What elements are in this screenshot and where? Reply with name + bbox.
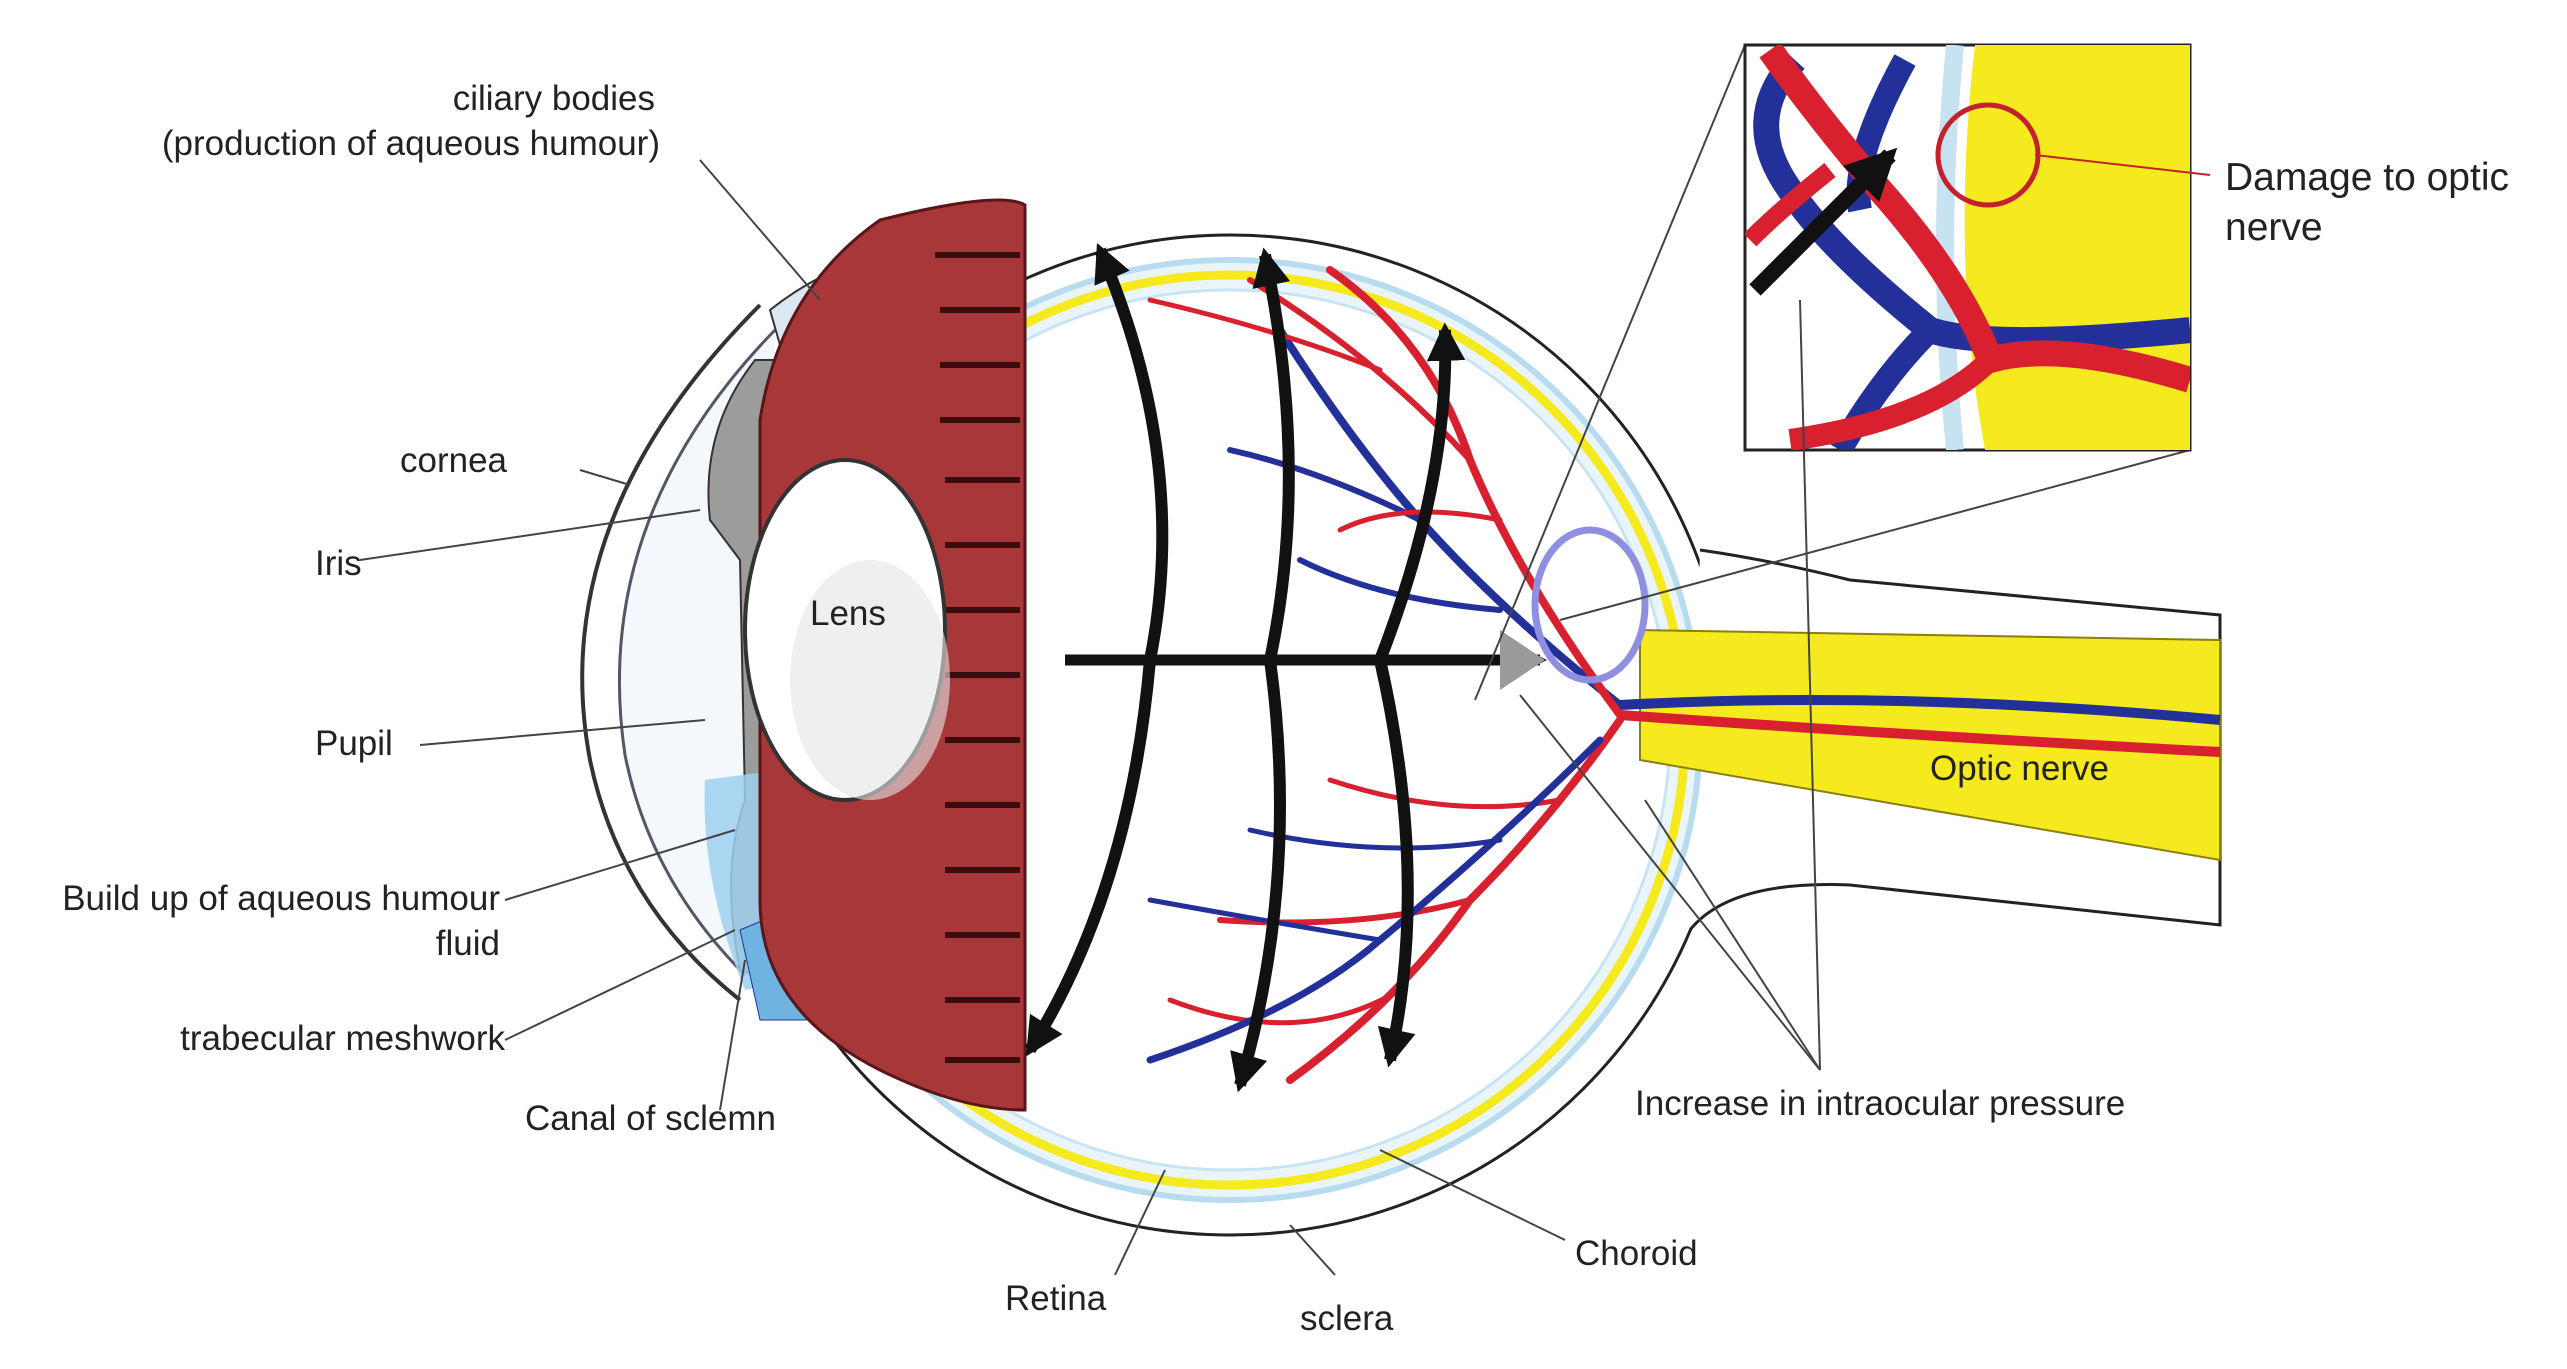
- retina-label: Retina: [1005, 1279, 1107, 1318]
- sclera-label: sclera: [1300, 1299, 1394, 1338]
- pressure-label: Increase in intraocular pressure: [1635, 1084, 2125, 1123]
- cornea-label: cornea: [400, 441, 508, 480]
- aqueous-label-line2: fluid: [436, 924, 500, 963]
- aqueous-label-line1: Build up of aqueous humour: [62, 879, 500, 918]
- choroid-label: Choroid: [1575, 1234, 1698, 1273]
- damage-label-line1: Damage to optic: [2225, 156, 2509, 199]
- lens-label: Lens: [810, 594, 886, 633]
- iris-label: Iris: [315, 544, 362, 583]
- leader-lines: [359, 154, 2211, 1276]
- inset-connector-lines: [1474, 44, 2191, 701]
- pressure-arrows: [1024, 242, 1548, 1093]
- optic-nerve-inset: [1743, 43, 2192, 452]
- optic-disc-highlight: [1531, 526, 1649, 684]
- optic-nerve-label: Optic nerve: [1930, 749, 2109, 788]
- pressure-arrow-head: [1500, 630, 1545, 690]
- damage-label-line2: nerve: [2225, 206, 2323, 249]
- ciliary-label-line1: ciliary bodies: [453, 79, 655, 118]
- retinal-vessels: [1146, 266, 1624, 1084]
- pupil-label: Pupil: [315, 724, 393, 763]
- trabecular-label: trabecular meshwork: [180, 1019, 505, 1058]
- muscle-striations: [935, 252, 1020, 1063]
- cornea: [580, 303, 762, 1002]
- canal-label: Canal of sclemn: [525, 1099, 776, 1138]
- ciliary-label-line2: (production of aqueous humour): [162, 124, 660, 163]
